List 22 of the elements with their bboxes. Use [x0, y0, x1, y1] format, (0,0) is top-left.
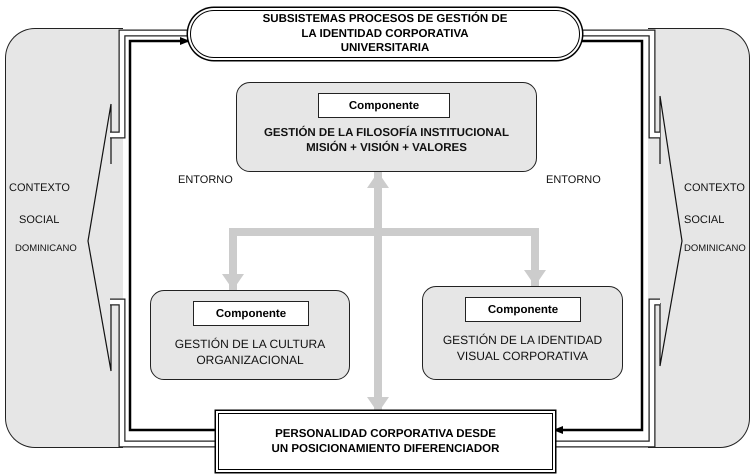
component-text: GESTIÓN DE LA IDENTIDAD VISUAL CORPORATIVA [442, 333, 604, 364]
component-box [236, 82, 537, 172]
context-text: DOMINICANO [15, 243, 77, 254]
environment-label: ENTORNO [178, 174, 233, 186]
context-panel [648, 28, 750, 448]
context-text: CONTEXTO [684, 182, 745, 194]
context-text: CONTEXTO [9, 182, 70, 194]
component-text: MISIÓN + VISIÓN + VALORES [305, 140, 468, 156]
component-box [150, 290, 350, 380]
component-text: GESTIÓN DE LA FILOSOFÍA INSTITUCIONAL [262, 126, 510, 140]
component-tag: Componente [193, 301, 309, 326]
component-text: GESTIÓN DE LA CULTURA ORGANIZACIONAL [174, 337, 326, 368]
context-text: SOCIAL [19, 214, 60, 226]
component-box [422, 286, 623, 380]
context-text: DOMINICANO [684, 243, 746, 254]
outcome-text: PERSONALIDAD CORPORATIVA DESDE UN POSICIONAMIENTO DIFERENCIADOR [270, 426, 500, 456]
context-panel [5, 28, 123, 448]
environment-label: ENTORNO [546, 174, 601, 186]
title-text: SUBSISTEMAS PROCESOS DE GESTIÓN DE LA IDENTIDAD CORPORATIVA UNIVERSITARIA [262, 12, 508, 56]
component-tag: Componente [465, 297, 581, 322]
component-tag: Componente [318, 93, 450, 118]
context-text: SOCIAL [684, 214, 724, 226]
